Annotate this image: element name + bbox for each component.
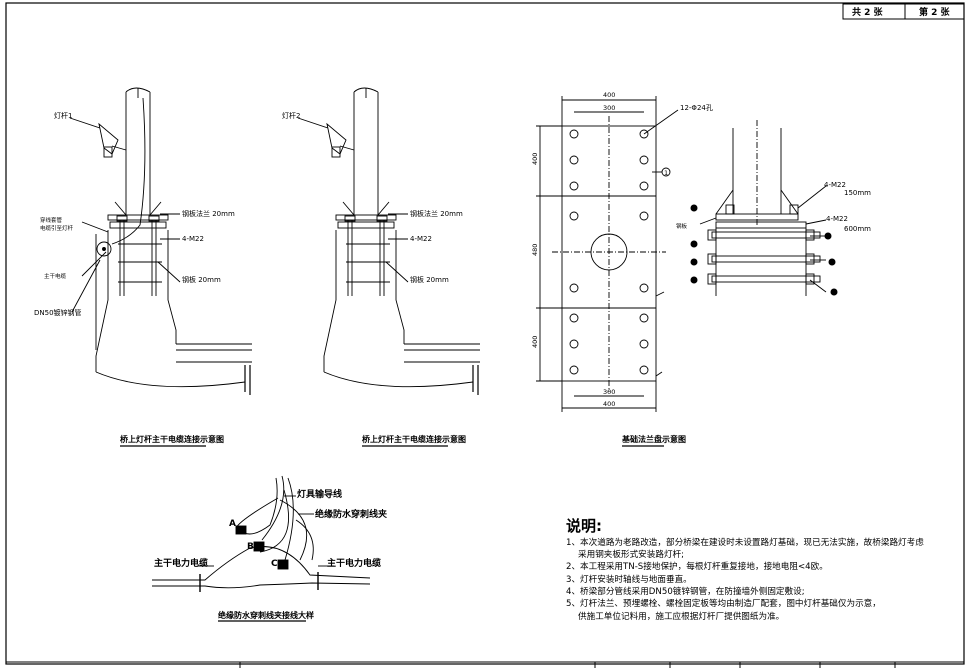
fig4-labels: 4-M22 150mm 4-M22 600mm 钢板: [676, 181, 871, 233]
fig5-labels: 灯具输导线 绝缘防水穿刺线夹 主干电力电缆 主干电力电缆 A B C 绝缘防水穿…: [154, 488, 387, 620]
fig5-cable-left-label: 主干电力电缆: [154, 557, 208, 569]
fig3-dim-bottom-400: 400: [603, 400, 615, 408]
fig3-holes-label: 12-Φ24孔: [680, 104, 713, 112]
sheet-current: 第 2 张: [919, 6, 951, 18]
fig3-title: 基础法兰盘示意图: [621, 434, 686, 444]
fig1-stiffener-label: 钢板 20mm: [182, 275, 221, 284]
fig2-bolts-label: 4-M22: [410, 235, 432, 243]
fig4-len2-label: 600mm: [844, 225, 871, 233]
fig4-len1-label: 150mm: [844, 189, 871, 197]
notes-item-5-cont: 供施工单位记料用，施工应根据灯杆厂提供图纸为准。: [578, 610, 784, 622]
fig5-clamp-wiring: [152, 475, 371, 622]
notes-item-1: 1、本次道路为老路改造，部分桥梁在建设时未设置路灯基础，现已无法实施，故桥梁路灯…: [566, 536, 924, 548]
fig2-plate-label: 钢板法兰 20mm: [410, 209, 463, 218]
fig3-labels: 400 300 300 400 400 480 400 12-Φ24孔 1 基础…: [531, 91, 713, 444]
fig2-lamp-pole-connection: [297, 87, 480, 447]
notes-item-2: 2、本工程采用TN-S接地保护，每根灯杆重复接地，接地电阻<4欧。: [566, 560, 828, 572]
fig5-lamp-lead-label: 灯具输导线: [297, 488, 342, 500]
fig4-bolt1-label: 4-M22: [824, 181, 846, 189]
notes-item-1-cont: 采用钢夹板形式安装路灯杆;: [578, 548, 684, 560]
fig4-bracket-side-view: [699, 120, 827, 296]
notes-item-3: 3、灯杆安装时轴线与地面垂直。: [566, 573, 692, 585]
fig1-title: 桥上灯杆主干电缆连接示意图: [120, 434, 224, 444]
fig1-pipe-label: DN50镀锌钢管: [34, 308, 82, 317]
fig4-markers: [690, 204, 838, 296]
fig3-dim-left-400b: 400: [531, 336, 539, 348]
fig5-cable-right-label: 主干电力电缆: [327, 557, 381, 569]
fig3-flange-plate: [536, 96, 679, 447]
fig5-mark-a: A: [229, 519, 236, 529]
fig2-labels: 灯杆2 钢板法兰 20mm 4-M22 钢板 20mm 桥上灯杆主干电缆连接示意…: [282, 111, 466, 444]
notes-block: 说明: 1、本次道路为老路改造，部分桥梁在建设时未设置路灯基础，现已无法实施，故…: [566, 517, 924, 622]
fig5-clamp-label: 绝缘防水穿刺线夹: [315, 508, 387, 520]
notes-item-5: 5、灯杆法兰、预埋螺栓、螺栓固定板等均由制造厂配套，图中灯杆基础仅为示意，: [566, 597, 881, 609]
fig1-bolts-label: 4-M22: [182, 235, 204, 243]
fig4-side-label: 钢板: [676, 222, 688, 230]
sheet-border: [5, 2, 965, 665]
fig3-dim-left-480: 480: [531, 244, 539, 256]
sheet-counter: 共 2 张 第 2 张: [842, 3, 965, 20]
fig2-title: 桥上灯杆主干电缆连接示意图: [362, 434, 466, 444]
notes-heading: 说明:: [566, 517, 602, 535]
fig3-mark-1: 1: [664, 169, 668, 177]
fig5-mark-b: B: [247, 542, 254, 552]
fig3-dim-top-400: 400: [603, 91, 615, 99]
fig1-cable-note1: 穿线套管: [40, 216, 63, 224]
fig5-title: 绝缘防水穿刺线夹接线大样: [218, 610, 314, 620]
notes-item-4: 4、桥梁部分管线采用DN50镀锌钢管，在防撞墙外侧固定敷设;: [566, 585, 805, 597]
fig3-dim-bottom-300: 300: [603, 388, 615, 396]
fig1-lamp-label: 灯杆1: [54, 111, 72, 120]
fig2-lamp-label: 灯杆2: [282, 111, 300, 120]
fig4-bolt2-label: 4-M22: [826, 215, 848, 223]
fig1-lamp-pole-connection: [69, 87, 252, 447]
sheet-total: 共 2 张: [852, 6, 884, 18]
fig1-labels: 灯杆1 钢板法兰 20mm 4-M22 钢板 20mm 穿线套管 电缆引至灯杆 …: [34, 111, 235, 444]
fig1-cable-note2: 电缆引至灯杆: [40, 224, 74, 232]
fig1-cable-note3: 主干电缆: [44, 272, 67, 280]
bottom-title-strip: [6, 661, 964, 668]
fig3-dim-left-400a: 400: [531, 153, 539, 165]
fig1-plate-label: 钢板法兰 20mm: [182, 209, 235, 218]
fig5-mark-c: C: [271, 559, 278, 569]
fig3-dim-top-300: 300: [603, 104, 615, 112]
fig2-stiffener-label: 钢板 20mm: [410, 275, 449, 284]
